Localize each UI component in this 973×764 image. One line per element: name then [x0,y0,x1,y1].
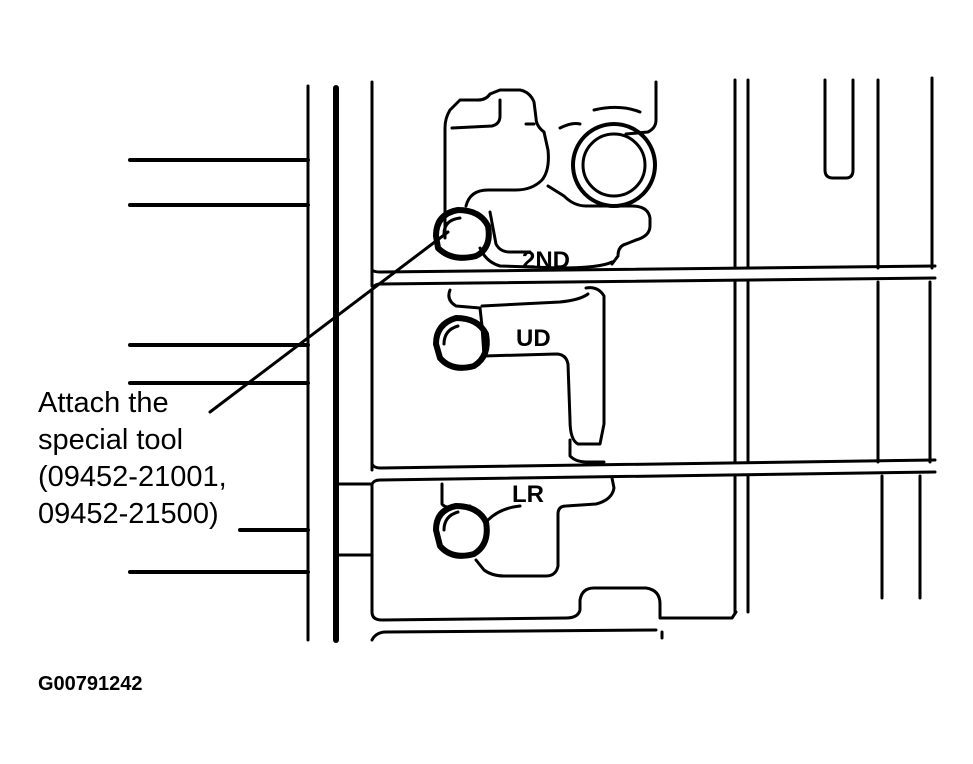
middle-passage [447,286,606,464]
port-fitting-ud[interactable] [433,315,490,371]
figure-id: G00791242 [38,673,143,695]
port-label-2nd: 2ND [522,247,570,274]
lower-passage [370,476,738,642]
callout-pointer [208,230,450,414]
upper-passage [443,80,658,270]
port-label-lr: LR [512,481,544,508]
port-fitting-2nd[interactable] [433,207,492,261]
separator-plates [370,264,937,486]
callout-line-2: special tool [38,424,183,456]
leader-lines [128,158,374,574]
callout-text: Attach the special tool (09452-21001, 09… [38,387,227,530]
callout-line-4: 09452-21500) [38,498,219,530]
port-fitting-lr[interactable] [433,503,490,559]
port-label-ud: UD [516,325,551,352]
callout-line-1: Attach the [38,387,169,419]
callout-line-3: (09452-21001, [38,461,227,493]
right-channels [733,76,934,614]
case-frame [306,80,374,643]
